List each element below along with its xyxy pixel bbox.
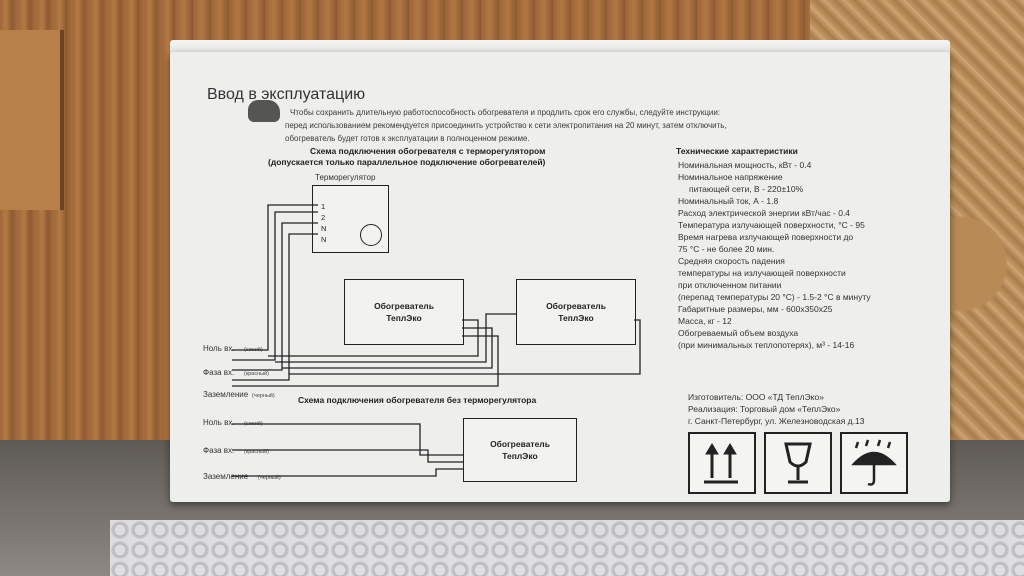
intro-line-2: перед использованием рекомендуется присо…: [285, 121, 727, 130]
manufacturer-line-1: Изготовитель: ООО «ТД ТеплЭко»: [688, 392, 824, 402]
spec-line-15: Обогреваемый объем воздуха: [678, 328, 799, 338]
keep-dry-umbrella-icon: [840, 432, 908, 494]
scheme1-title: Схема подключения обогревателя с терморе…: [310, 146, 546, 156]
terminal-n1: N: [321, 224, 327, 233]
heater-2-label: Обогреватель ТеплЭко: [546, 301, 606, 323]
heater-3-label: Обогреватель ТеплЭко: [490, 439, 550, 461]
manufacturer-line-2: Реализация: Торговый дом «ТеплЭко»: [688, 404, 841, 414]
spec-line-8: 75 °С - не более 20 мин.: [678, 244, 775, 254]
spec-line-10: температуры на излучающей поверхности: [678, 268, 846, 278]
fragile-glass-icon: [764, 432, 832, 494]
spec-line-16: (при минимальных теплопотерях), м³ - 14-…: [678, 340, 855, 350]
this-way-up-icon: [688, 432, 756, 494]
spec-line-7: Время нагрева излучающей поверхности до: [678, 232, 854, 242]
thermostat-knob: [360, 224, 382, 246]
spec-line-5: Расход электрической энергии кВт/час - 0…: [678, 208, 851, 218]
wire2-note: (красный): [244, 371, 269, 377]
hand-shadow: [248, 100, 280, 122]
wire3-label: Заземление: [203, 390, 249, 399]
terminal-1: 1: [321, 202, 326, 211]
wire1-label: Ноль вх.: [203, 344, 235, 353]
spec-line-13: Габаритные размеры, мм - 600х350х25: [678, 304, 833, 314]
specs-title: Технические характеристики: [676, 146, 798, 156]
wire6-note: (черный): [258, 475, 281, 481]
spec-line-14: Масса, кг - 12: [678, 316, 732, 326]
spec-line-9: Средняя скорость падения: [678, 256, 785, 266]
wire6-label: Заземление: [203, 472, 249, 481]
wire4-label: Ноль вх.: [203, 418, 235, 427]
manufacturer-line-3: г. Санкт-Петербург, ул. Железноводская д…: [688, 416, 865, 426]
heater-2: Обогреватель ТеплЭко: [516, 279, 636, 345]
intro-line-1: Чтобы сохранить длительную работоспособн…: [290, 108, 721, 117]
wire3-note: (черный): [252, 393, 275, 399]
bubble-wrap: [110, 520, 1024, 576]
heater-1-label: Обогреватель ТеплЭко: [374, 301, 434, 323]
door-panel: [0, 30, 64, 210]
wire2-label: Фаза вх.: [203, 368, 235, 377]
scheme2-title: Схема подключения обогревателя без термо…: [298, 395, 537, 405]
spec-line-2: Номинальное напряжение: [678, 172, 783, 182]
wire5-label: Фаза вх.: [203, 446, 235, 455]
spec-line-4: Номинальный ток, А - 1.8: [678, 196, 779, 206]
spec-line-1: Номинальная мощность, кВт - 0.4: [678, 160, 812, 170]
terminal-2: 2: [321, 213, 326, 222]
wire5-note: (красный): [244, 449, 269, 455]
spec-line-11: при отключенном питании: [678, 280, 782, 290]
thermostat-box: 1 2 N N: [312, 185, 389, 253]
terminal-n2: N: [321, 235, 327, 244]
spec-line-3: питающей сети, В - 220±10%: [689, 184, 804, 194]
box-title: Ввод в эксплуатацию: [207, 86, 366, 103]
spec-line-12: (перепад температуры 20 °С) - 1.5-2 °С в…: [678, 292, 871, 302]
heater-1: Обогреватель ТеплЭко: [344, 279, 464, 345]
intro-line-3: обогреватель будет готов к эксплуатации …: [285, 134, 530, 143]
heater-3: Обогреватель ТеплЭко: [463, 418, 577, 482]
thermostat-label: Терморегулятор: [315, 173, 376, 182]
spec-line-6: Температура излучающей поверхности, °С -…: [678, 220, 865, 230]
scheme1-subtitle: (допускается только параллельное подключ…: [268, 157, 546, 167]
